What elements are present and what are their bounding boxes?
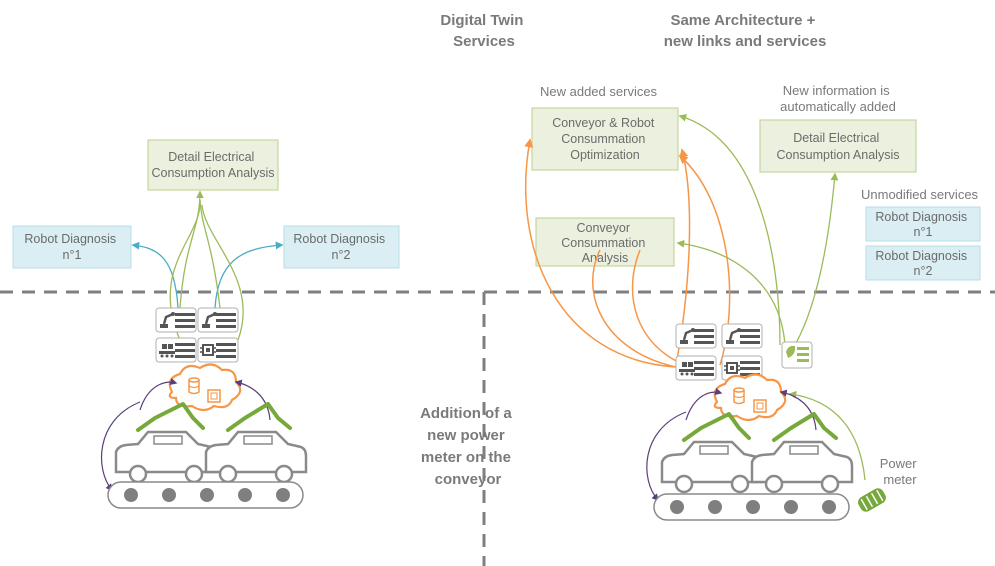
orange-arrow-optimization-1 bbox=[524, 138, 677, 368]
left-arrow-detail-4 bbox=[201, 204, 244, 341]
robot-arm-icon bbox=[682, 412, 751, 442]
header-digital-twin: Digital Twin Services bbox=[440, 12, 527, 50]
unmodified-services-label: Unmodified services bbox=[861, 187, 979, 202]
right-arrow-purple-3 bbox=[646, 411, 687, 502]
power-meter-label: Power meter bbox=[880, 456, 920, 487]
data-cloud bbox=[713, 373, 787, 422]
list-icon bbox=[740, 329, 760, 344]
car-icon bbox=[204, 430, 308, 484]
list-icon bbox=[175, 313, 195, 328]
right-robot-diagnosis-2-box: Robot Diagnosis n°2 bbox=[865, 245, 981, 281]
left-arrow-detail-1 bbox=[179, 190, 204, 309]
conveyor-analysis-box: Conveyor Consummation Analysis bbox=[535, 217, 675, 267]
leaf-icon bbox=[786, 345, 796, 358]
addition-label: Addition of a new power meter on the con… bbox=[420, 405, 516, 488]
svg-text:Robot Diagnosis n°2: Robot Diagnosis n°2 bbox=[875, 249, 970, 278]
right-production-line bbox=[646, 373, 886, 521]
left-arrow-purple-1 bbox=[139, 378, 178, 411]
left-arrow-robot1 bbox=[131, 241, 179, 309]
new-added-services-label: New added services bbox=[540, 84, 658, 99]
svg-text:Conveyor & Robot Consumm: Conveyor & Robot Consummation Optimizati… bbox=[552, 116, 658, 162]
car-icon bbox=[114, 430, 218, 484]
list-icon bbox=[216, 343, 236, 358]
left-detail-electrical-box: Detail Electrical Consumption Analysis bbox=[147, 139, 279, 191]
green-arrow-conveyor bbox=[676, 239, 786, 346]
right-arrow-purple-1 bbox=[685, 388, 723, 421]
svg-text:Robot Diagnosis n°1: Robot Diagnosis n°1 bbox=[875, 210, 970, 239]
header-same-architecture: Same Architecture + new links and servic… bbox=[664, 12, 827, 50]
left-production-line bbox=[101, 363, 308, 509]
database-icon bbox=[188, 377, 200, 395]
right-sensor-icon-cluster bbox=[675, 323, 813, 381]
chip-icon bbox=[207, 389, 221, 403]
list-icon bbox=[175, 343, 195, 358]
green-arrow-optimization bbox=[678, 114, 781, 346]
database-icon bbox=[733, 387, 745, 405]
orange-arrow-conveyor-2 bbox=[631, 249, 701, 371]
right-detail-electrical-box: Detail Electrical Consumption Analysis bbox=[759, 119, 917, 173]
left-arrow-purple-2 bbox=[234, 379, 271, 421]
robot-arm-icon bbox=[772, 412, 838, 442]
list-icon bbox=[216, 313, 236, 328]
svg-text:Conveyor Consummation: Conveyor Consummation Analysis bbox=[561, 221, 649, 265]
left-arrow-robot2 bbox=[214, 241, 284, 309]
orange-arrow-conveyor-1 bbox=[592, 249, 677, 368]
left-arrow-detail-2 bbox=[199, 199, 221, 309]
green-arrow-detail bbox=[794, 172, 839, 346]
robot-arm-icon bbox=[136, 402, 205, 432]
list-icon bbox=[694, 361, 714, 376]
right-arrow-purple-2 bbox=[779, 389, 817, 431]
svg-text:Robot Diagnosis n°2: Robot Diagnosis n°2 bbox=[293, 232, 388, 262]
left-robot-diagnosis-1-box: Robot Diagnosis n°1 bbox=[12, 225, 132, 269]
green-arrow-power-meter bbox=[788, 390, 866, 481]
car-icon bbox=[660, 440, 764, 494]
right-robot-diagnosis-1-box: Robot Diagnosis n°1 bbox=[865, 206, 981, 242]
power-meter-icon bbox=[858, 488, 886, 512]
svg-text:Detail Electrical Consum: Detail Electrical Consumption Analysis bbox=[152, 150, 275, 180]
robot-arm-icon bbox=[226, 402, 292, 432]
svg-text:Robot Diagnosis n°1: Robot Diagnosis n°1 bbox=[24, 232, 119, 262]
new-information-label: New information is automatically added bbox=[780, 83, 896, 114]
list-icon bbox=[694, 329, 714, 344]
left-robot-diagnosis-2-box: Robot Diagnosis n°2 bbox=[283, 225, 400, 269]
svg-text:Detail Electrical Consum: Detail Electrical Consumption Analysis bbox=[777, 131, 900, 162]
left-sensor-icon-cluster bbox=[155, 307, 239, 363]
chip-icon bbox=[753, 399, 767, 413]
car-icon bbox=[750, 440, 854, 494]
optimization-service-box: Conveyor & Robot Consummation Optimizati… bbox=[531, 107, 679, 171]
left-arrow-purple-3 bbox=[101, 401, 141, 492]
